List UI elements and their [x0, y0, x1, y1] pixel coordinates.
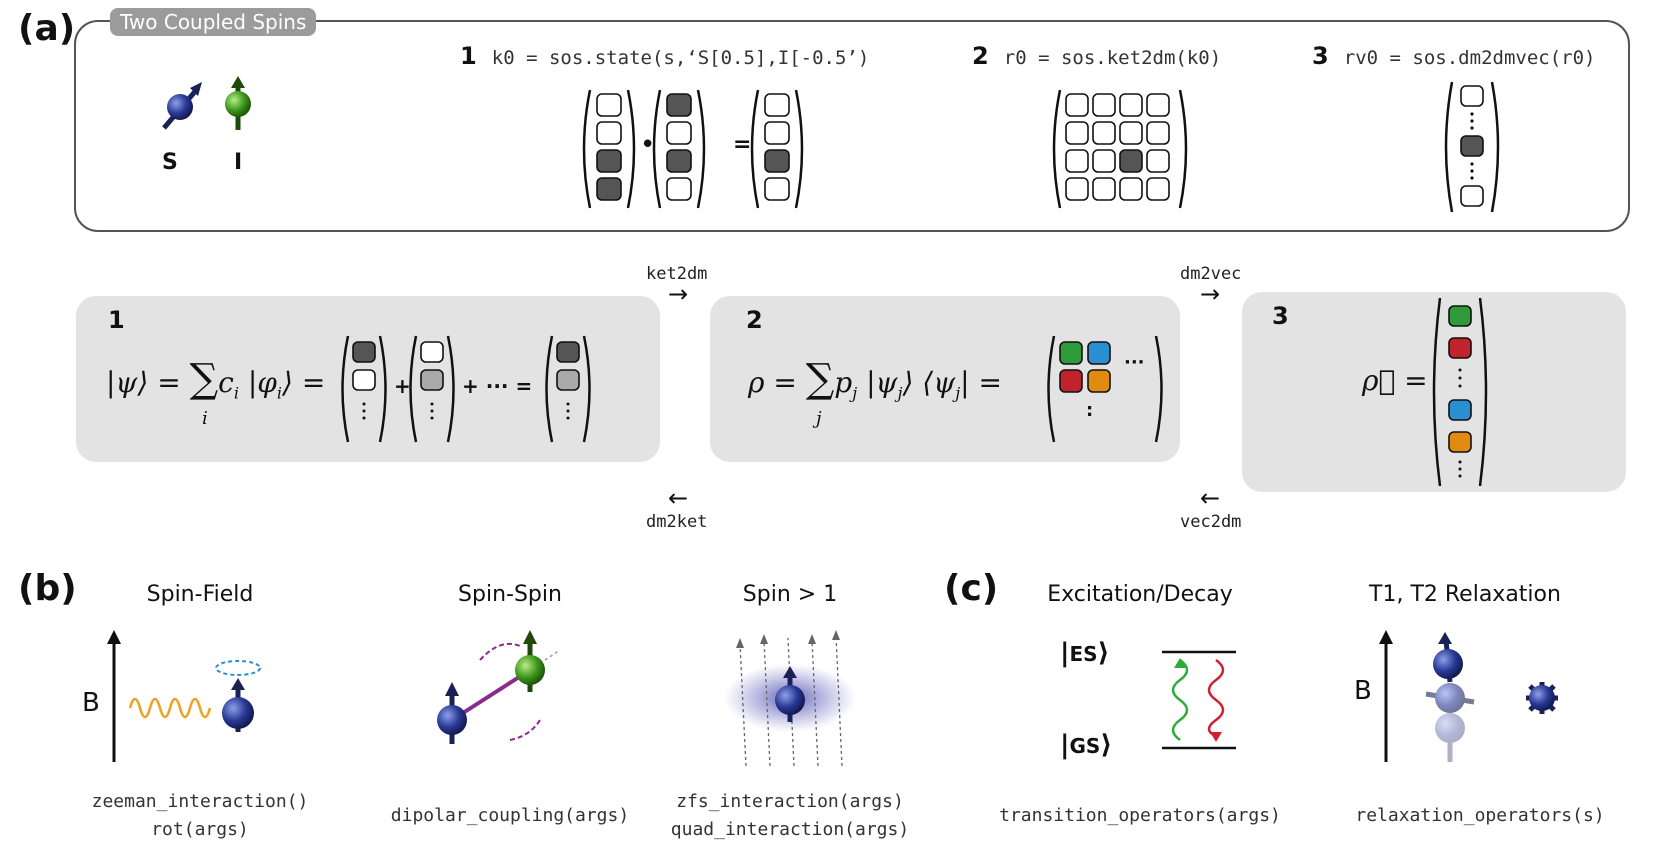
excitation-decay-title: Excitation/Decay	[1047, 582, 1233, 607]
spin-gt1-illustration	[724, 630, 856, 767]
step-1-code-text: k0 = sos.state(s,‘S[0.5],I[-0.5’)	[491, 47, 870, 69]
colored-density-matrix	[1047, 335, 1163, 443]
step-1-number: 1	[460, 42, 477, 70]
matrix-row-dots: ···	[1124, 352, 1145, 373]
spin-spin-title: Spin-Spin	[458, 582, 562, 607]
quad-interaction-fn: quad_interaction(args)	[670, 819, 910, 840]
step-1-dot-operator: •	[640, 130, 656, 160]
dipolar-coupling-fn: dipolar_coupling(args)	[390, 805, 630, 826]
dm2vec-label: dm2vec	[1180, 264, 1242, 284]
relaxation-title: T1, T2 Relaxation	[1369, 582, 1561, 607]
step-2-density-matrix	[1052, 89, 1188, 209]
box-1-plus: +	[394, 374, 411, 398]
panel-b-label: (b)	[18, 568, 77, 609]
ket2dm-label: ket2dm	[646, 264, 708, 284]
spin-field-functions: zeeman_interaction() rot(args)	[60, 788, 340, 844]
excited-state-label: |ES⟩	[1060, 638, 1110, 668]
dm2ket-label: dm2ket	[646, 512, 708, 532]
box-1-number: 1	[108, 306, 125, 334]
step-1-code: 1 k0 = sos.state(s,‘S[0.5],I[-0.5’)	[460, 42, 869, 70]
box-3-number: 3	[1272, 302, 1289, 330]
panel-c-label: (c)	[944, 568, 999, 609]
step-1-product-diagram	[582, 89, 804, 209]
spin-label-s: S	[162, 150, 178, 175]
two-coupled-spins-box	[74, 20, 1630, 232]
excitation-decay-illustration	[1162, 650, 1236, 750]
spin-field-illustration	[107, 630, 261, 762]
relaxation-functions: relaxation_operators(s)	[1340, 802, 1620, 830]
dm-vector-equation: ρ⃗ =	[1362, 364, 1428, 397]
transition-operators-fn: transition_operators(args)	[999, 805, 1281, 826]
zeeman-interaction-fn: zeeman_interaction()	[91, 791, 309, 812]
step-2-number: 2	[972, 42, 989, 70]
relaxation-illustration	[1379, 630, 1558, 762]
relaxation-operators-fn: relaxation_operators(s)	[1355, 805, 1605, 826]
rot-fn: rot(args)	[151, 819, 249, 840]
ket2dm-arrow-icon: →	[668, 280, 689, 308]
excitation-decay-functions: transition_operators(args)	[980, 802, 1300, 830]
step-3-code-text: rv0 = sos.dm2dmvec(r0)	[1343, 47, 1596, 69]
es-text: ES	[1069, 642, 1098, 666]
density-matrix-equation: ρ = ∑pj |ψj⟩ ⟨ψj| =	[748, 356, 1002, 403]
sum-index-j: j	[816, 408, 822, 429]
zfs-interaction-fn: zfs_interaction(args)	[676, 791, 904, 812]
matrix-column-dots: :	[1086, 400, 1094, 421]
spin-spin-illustration	[437, 630, 561, 744]
spin-spin-functions: dipolar_coupling(args)	[360, 802, 660, 830]
step-2-code: 2 r0 = sos.ket2dm(k0)	[972, 42, 1221, 70]
b-field-label: B	[82, 688, 100, 718]
spin-field-title: Spin-Field	[146, 582, 254, 607]
step-3-vectorized-dm	[1444, 81, 1500, 213]
vec2dm-label: vec2dm	[1180, 512, 1242, 532]
panel-a-label: (a)	[18, 8, 76, 49]
pure-state-vectors	[341, 335, 591, 443]
step-3-code: 3 rv0 = sos.dm2dmvec(r0)	[1312, 42, 1595, 70]
sum-index-i: i	[202, 408, 208, 429]
ground-state-label: |GS⟩	[1060, 730, 1113, 760]
vec2dm-arrow-icon: ←	[1200, 484, 1221, 512]
pure-state-equation: |ψ⟩ = ∑ci |φi⟩ =	[106, 356, 326, 403]
relaxation-b-field-label: B	[1354, 676, 1372, 706]
spin-gt1-title: Spin > 1	[742, 582, 838, 607]
step-3-number: 3	[1312, 42, 1329, 70]
dm2ket-arrow-icon: ←	[668, 484, 689, 512]
spin-pair-illustration	[162, 76, 251, 130]
step-2-code-text: r0 = sos.ket2dm(k0)	[1003, 47, 1222, 69]
colored-dm-vector	[1432, 297, 1488, 487]
box-2-number: 2	[746, 306, 763, 334]
spin-label-i: I	[234, 150, 243, 175]
box-1-plus-dots-equals: + ··· =	[462, 374, 533, 398]
step-1-equals: =	[733, 132, 752, 157]
two-coupled-spins-tag: Two Coupled Spins	[110, 8, 317, 36]
dm2vec-arrow-icon: →	[1200, 280, 1221, 308]
spin-gt1-functions: zfs_interaction(args) quad_interaction(a…	[640, 788, 940, 844]
gs-text: GS	[1069, 734, 1101, 758]
